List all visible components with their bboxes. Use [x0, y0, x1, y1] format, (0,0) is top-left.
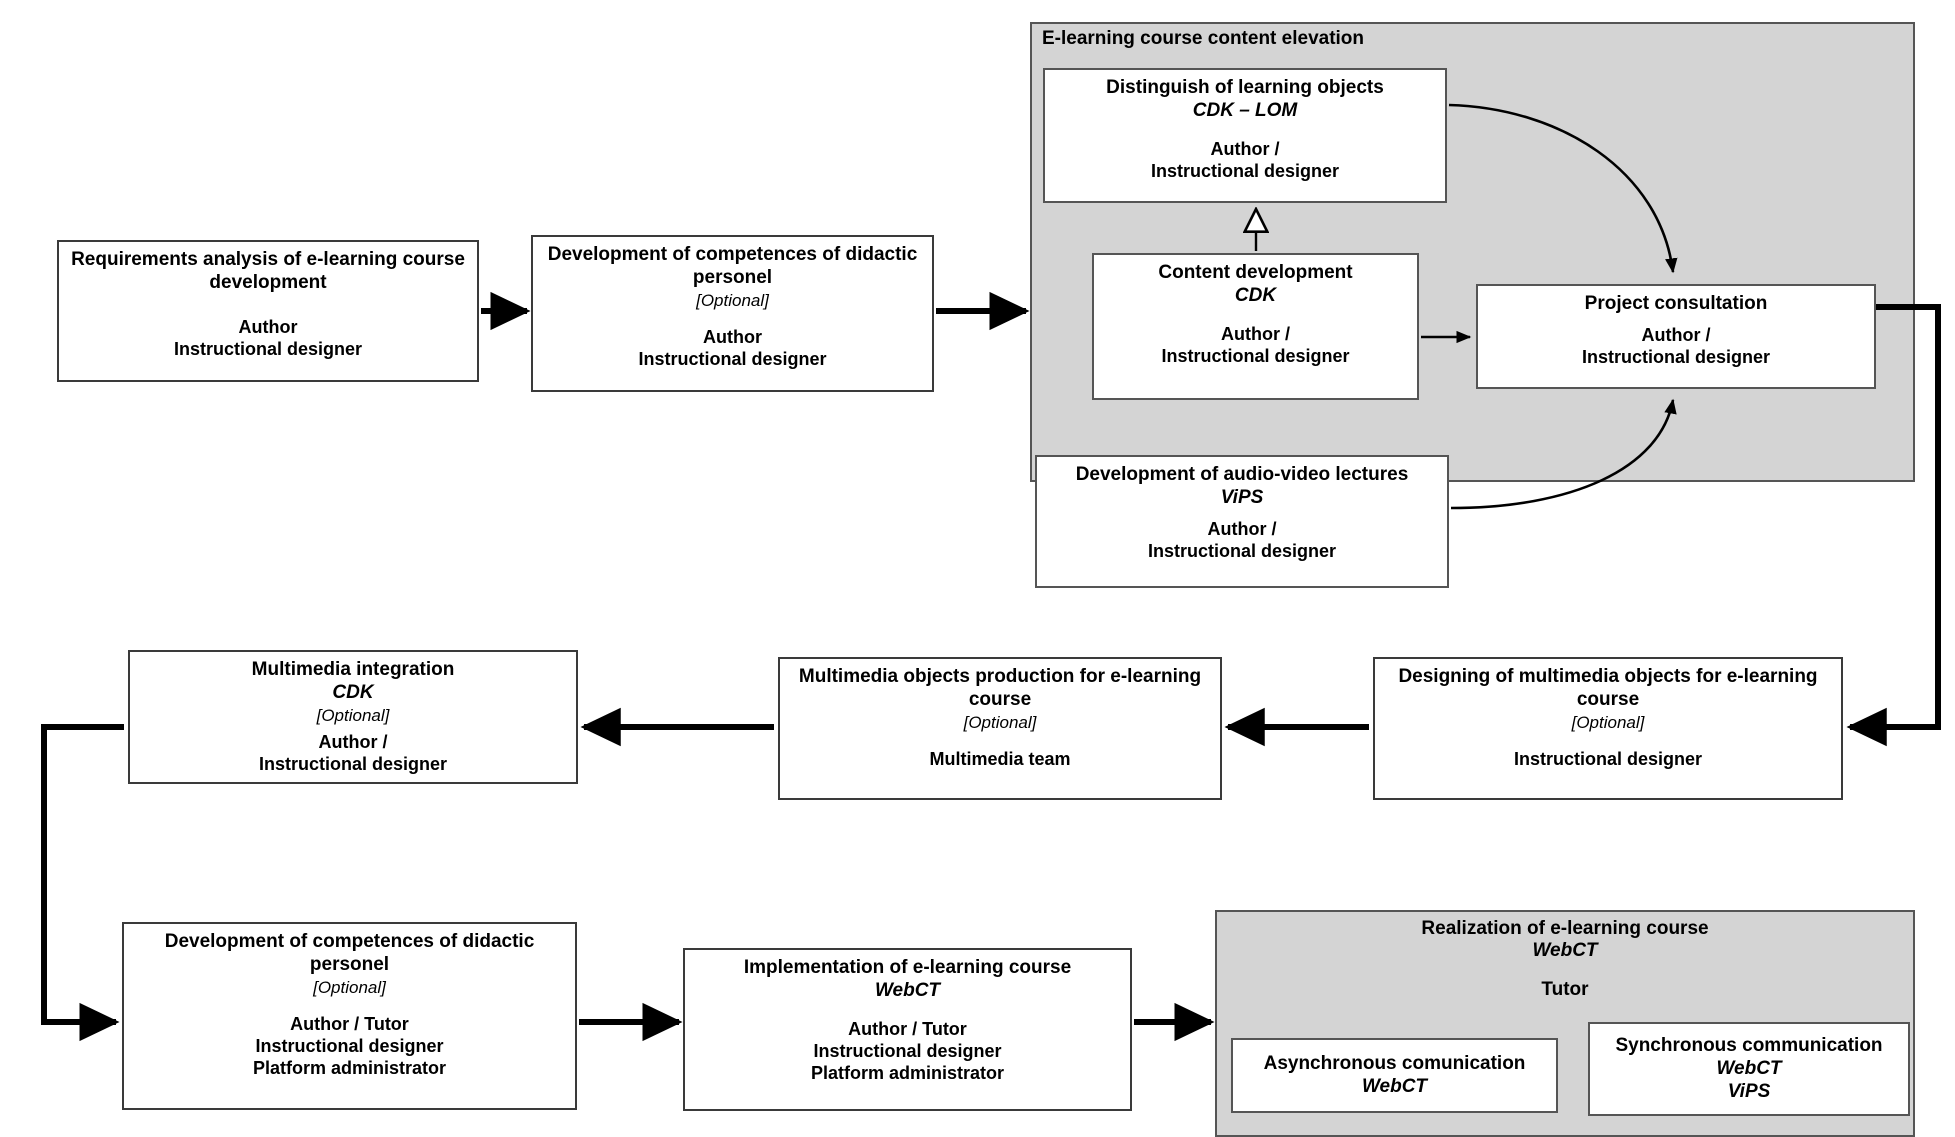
node-async-communication[interactable]: Asynchronous comunication WebCT — [1231, 1038, 1558, 1113]
node-sync-communication-title: Synchronous communication — [1615, 1035, 1883, 1057]
node-competences-top-optional: [Optional] — [696, 290, 769, 310]
node-sync-communication-tool-1: WebCT — [1716, 1058, 1782, 1080]
node-multimedia-integration-role-1: Author / — [318, 732, 388, 753]
node-distinguish-objects[interactable]: Distinguish of learning objects CDK – LO… — [1043, 68, 1447, 203]
node-competences-top[interactable]: Development of competences of didactic p… — [531, 235, 934, 392]
node-multimedia-production-title: Multimedia objects production for e-lear… — [798, 666, 1202, 710]
node-requirements-analysis-role-2: Instructional designer — [173, 338, 363, 359]
node-multimedia-integration-role-2: Instructional designer — [258, 754, 448, 775]
node-project-consultation-title: Project consultation — [1584, 293, 1768, 314]
node-designing-multimedia[interactable]: Designing of multimedia objects for e-le… — [1373, 657, 1843, 800]
node-competences-bottom-title: Development of competences of didactic p… — [164, 931, 535, 975]
node-async-communication-title: Asynchronous comunication — [1263, 1053, 1526, 1075]
node-designing-multimedia-optional: [Optional] — [1571, 712, 1645, 732]
node-competences-bottom-role-3: Platform administrator — [252, 1057, 447, 1078]
node-audio-video-role-2: Instructional designer — [1147, 540, 1337, 561]
node-audio-video-title: Development of audio-video lectures — [1075, 464, 1409, 485]
node-distinguish-objects-tool: CDK – LOM — [1192, 99, 1298, 121]
node-project-consultation-role-1: Author / — [1641, 324, 1711, 345]
node-project-consultation-role-2: Instructional designer — [1581, 346, 1771, 367]
node-content-development-tool: CDK — [1234, 284, 1277, 306]
node-audio-video-role-1: Author / — [1207, 518, 1277, 539]
node-competences-bottom-role-2: Instructional designer — [255, 1035, 444, 1056]
node-designing-multimedia-role-1: Instructional designer — [1513, 748, 1703, 769]
node-multimedia-integration-title: Multimedia integration — [251, 659, 455, 680]
node-project-consultation[interactable]: Project consultation Author / Instructio… — [1476, 284, 1876, 389]
group-realization-title: Realization of e-learning course WebCT T… — [1215, 918, 1915, 1001]
node-multimedia-production[interactable]: Multimedia objects production for e-lear… — [778, 657, 1222, 800]
group-content-elevation-title: E-learning course content elevation — [1042, 28, 1365, 49]
node-multimedia-production-optional: [Optional] — [963, 712, 1037, 732]
node-implementation[interactable]: Implementation of e-learning course WebC… — [683, 948, 1132, 1111]
node-competences-bottom-role-1: Author / Tutor — [290, 1013, 409, 1034]
node-distinguish-objects-title: Distinguish of learning objects — [1106, 77, 1384, 98]
node-implementation-tool: WebCT — [874, 979, 941, 1001]
node-sync-communication[interactable]: Synchronous communication WebCT ViPS — [1588, 1022, 1910, 1116]
node-implementation-role-2: Instructional designer — [813, 1040, 1002, 1061]
node-distinguish-objects-role-2: Instructional designer — [1150, 160, 1340, 181]
connector-integration-to-competences-bottom — [41, 724, 124, 1042]
node-requirements-analysis-title: Requirements analysis of e-learning cour… — [71, 249, 465, 293]
node-implementation-title: Implementation of e-learning course — [743, 957, 1072, 978]
node-content-development-role-1: Author / — [1221, 323, 1290, 344]
node-requirements-analysis[interactable]: Requirements analysis of e-learning cour… — [57, 240, 479, 382]
node-competences-top-title: Development of competences of didactic p… — [547, 244, 918, 288]
node-audio-video-tool: ViPS — [1220, 486, 1264, 508]
node-audio-video[interactable]: Development of audio-video lectures ViPS… — [1035, 455, 1449, 588]
node-multimedia-integration[interactable]: Multimedia integration CDK [Optional] Au… — [128, 650, 578, 784]
node-implementation-role-3: Platform administrator — [810, 1062, 1005, 1083]
node-async-communication-tool: WebCT — [1361, 1076, 1428, 1097]
node-content-development[interactable]: Content development CDK Author / Instruc… — [1092, 253, 1419, 400]
group-realization-roles: Tutor — [1541, 978, 1589, 1000]
node-multimedia-integration-optional: [Optional] — [316, 705, 390, 725]
group-realization-title-text: Realization of e-learning course — [1421, 918, 1709, 939]
node-competences-bottom-optional: [Optional] — [313, 977, 386, 997]
node-distinguish-objects-role-1: Author / — [1210, 138, 1280, 159]
group-realization-tool: WebCT — [1532, 940, 1598, 962]
node-content-development-role-2: Instructional designer — [1161, 345, 1350, 366]
node-multimedia-production-role-1: Multimedia team — [929, 748, 1071, 769]
node-content-development-title: Content development — [1158, 262, 1353, 283]
node-requirements-analysis-role-1: Author — [238, 316, 298, 337]
node-competences-bottom[interactable]: Development of competences of didactic p… — [122, 922, 577, 1110]
node-competences-top-role-2: Instructional designer — [638, 348, 827, 369]
node-sync-communication-tool-2: ViPS — [1727, 1080, 1771, 1102]
node-implementation-role-1: Author / Tutor — [848, 1018, 967, 1039]
node-competences-top-role-1: Author — [703, 326, 762, 347]
node-designing-multimedia-title: Designing of multimedia objects for e-le… — [1398, 666, 1818, 710]
node-multimedia-integration-tool: CDK — [332, 681, 374, 703]
